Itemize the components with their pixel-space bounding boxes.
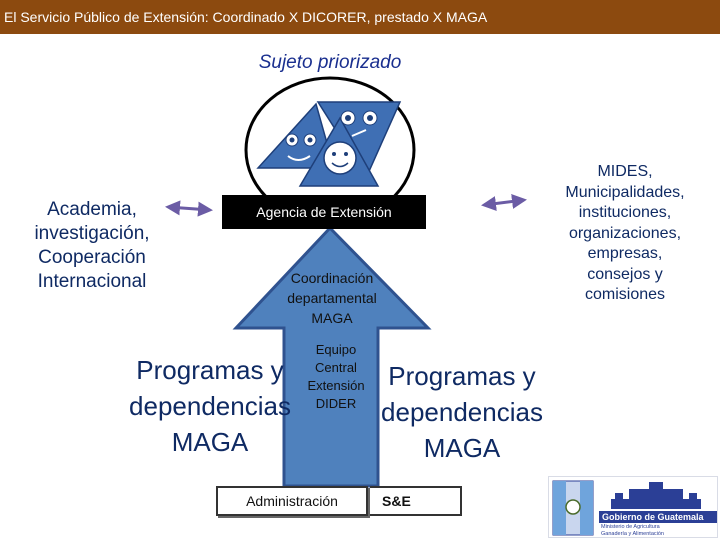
right-group-text: MIDES, Municipalidades, instituciones, o…	[540, 162, 710, 306]
left-double-arrow	[165, 200, 213, 217]
coordination-line: MAGA	[311, 310, 353, 326]
central-team-line: Extensión	[307, 378, 365, 393]
programs-right-line: MAGA	[423, 433, 501, 463]
left-line: investigación,	[34, 223, 150, 244]
building-icon	[611, 482, 701, 509]
programs-left-line: dependencias	[129, 391, 291, 421]
header-title: El Servicio Público de Extensión: Coordi…	[4, 9, 488, 25]
logo-subtitle-line: Ministerio de Agricultura	[601, 524, 660, 530]
right-line: Municipalidades,	[565, 183, 685, 201]
central-team-line: DIDER	[315, 396, 357, 411]
programs-left-text: Programas y dependencias MAGA	[110, 352, 310, 460]
administration-box: Administración	[216, 486, 368, 516]
se-box: S&E	[370, 486, 462, 516]
logo-graphic	[552, 480, 701, 536]
logo-subtitle-line: Ganadería y Alimentación	[601, 530, 664, 537]
coordination-text: Coordinación departamental MAGA	[262, 268, 402, 328]
programs-right-text: Programas y dependencias MAGA	[362, 358, 562, 466]
programs-left-line: Programas y	[136, 355, 284, 385]
coordination-line: Coordinación	[290, 270, 374, 286]
right-line: comisiones	[584, 286, 666, 303]
programs-left-line: MAGA	[171, 427, 249, 457]
programs-right-line: Programas y	[388, 361, 536, 391]
right-line: organizaciones,	[568, 224, 682, 242]
left-line: Academia,	[47, 199, 137, 220]
se-label: S&E	[382, 493, 411, 509]
left-group-text: Academia, investigación, Cooperación Int…	[12, 198, 172, 294]
right-line: consejos y	[587, 265, 663, 283]
central-team-line: Equipo	[315, 342, 357, 357]
central-team-line: Central	[315, 360, 357, 375]
programs-right-line: dependencias	[381, 397, 543, 427]
right-line: instituciones,	[578, 204, 672, 221]
logo-title: Gobierno de Guatemala	[599, 511, 717, 523]
logo-subtitle: Ministerio de Agricultura Ganadería y Al…	[601, 524, 717, 537]
left-line: Cooperación	[38, 247, 146, 268]
subject-label: Sujeto priorizado	[258, 52, 402, 73]
right-line: empresas,	[587, 245, 663, 262]
central-team-text: Equipo Central Extensión DIDER	[286, 341, 386, 413]
left-line: Internacional	[37, 271, 147, 292]
header-banner: El Servicio Público de Extensión: Coordi…	[0, 0, 720, 34]
coordination-line: departamental	[287, 290, 377, 306]
agency-box: Agencia de Extensión	[222, 195, 426, 229]
administration-label: Administración	[246, 493, 338, 509]
people-triangles-icon	[256, 101, 402, 187]
right-line: MIDES,	[597, 163, 653, 180]
agency-label: Agencia de Extensión	[256, 204, 392, 220]
government-logo: Gobierno de Guatemala Ministerio de Agri…	[548, 476, 718, 538]
right-double-arrow	[481, 194, 527, 211]
